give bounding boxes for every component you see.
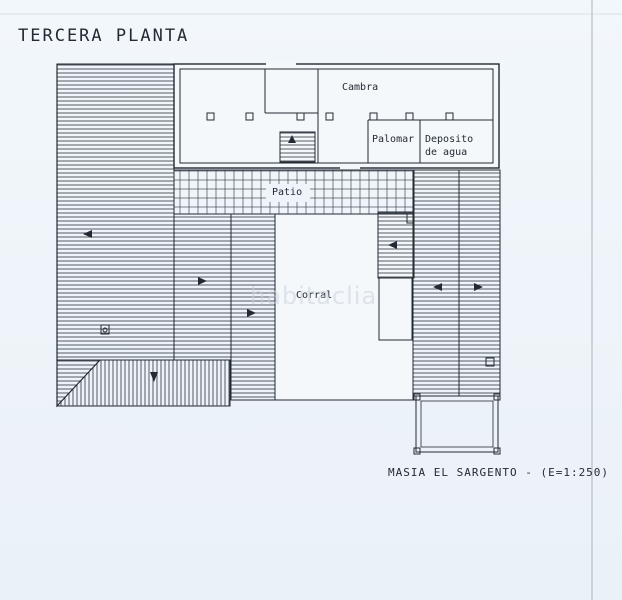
plan-caption: MASIA EL SARGENTO - (E=1:250) — [388, 466, 610, 479]
label-cambra: Cambra — [342, 82, 379, 93]
roof-left — [56, 63, 175, 408]
chimney-icon — [100, 324, 110, 335]
label-palomar: Palomar — [372, 134, 415, 145]
slope-arrow-icon — [474, 283, 483, 291]
roof-right — [412, 169, 501, 397]
label-patio: Patio — [272, 187, 303, 198]
pergola — [413, 393, 501, 455]
slope-arrow-icon — [83, 230, 92, 238]
corral — [274, 211, 415, 401]
slope-arrow-icon — [150, 372, 158, 382]
watermark: habitaclia — [250, 282, 378, 310]
roof-center — [173, 213, 276, 401]
house-block — [173, 62, 500, 170]
slope-arrow-icon — [198, 277, 207, 285]
plan-title: TERCERA PLANTA — [18, 26, 190, 46]
label-deposito-1: Deposito — [425, 134, 474, 145]
chimney-icon — [485, 357, 495, 367]
slope-arrow-icon — [433, 283, 442, 291]
slope-arrow-icon — [247, 309, 256, 317]
slope-arrow-icon — [388, 241, 397, 249]
label-corral: Corral — [296, 290, 333, 301]
label-deposito-2: de agua — [425, 147, 468, 158]
